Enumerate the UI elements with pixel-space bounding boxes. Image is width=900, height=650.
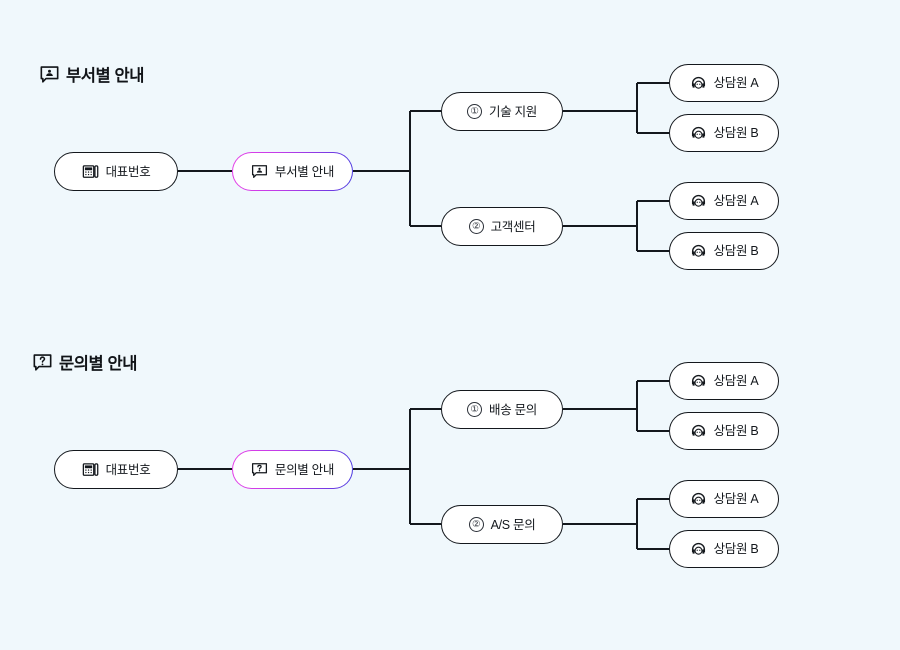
- desk-phone-icon: [82, 165, 98, 178]
- node-root-department[interactable]: 대표번호: [54, 152, 178, 191]
- node-label: 기술 지원: [489, 104, 537, 119]
- node-label: 대표번호: [105, 164, 151, 179]
- node-label: 상담원 B: [713, 424, 759, 439]
- node-branch-inquiry-2[interactable]: ② A/S 문의: [441, 505, 563, 544]
- headset-agent-icon: [691, 194, 705, 207]
- node-agent-inquiry-2-a[interactable]: 상담원 A: [669, 480, 779, 518]
- node-root-inquiry[interactable]: 대표번호: [54, 450, 178, 489]
- node-label: 상담원 B: [713, 126, 759, 141]
- node-label: 상담원 A: [713, 374, 759, 389]
- headset-agent-icon: [691, 76, 705, 89]
- headset-agent-icon: [691, 244, 705, 257]
- step-number: ②: [468, 517, 484, 532]
- headset-agent-icon: [691, 492, 705, 505]
- headset-agent-icon: [691, 126, 705, 139]
- node-menu-inquiry[interactable]: 문의별 안내: [232, 450, 353, 489]
- section-title-text: 부서별 안내: [66, 67, 145, 85]
- node-label: A/S 문의: [490, 517, 536, 532]
- headset-agent-icon: [691, 374, 705, 387]
- speech-bubble-question-icon: [33, 353, 52, 371]
- section-title-inquiry: 문의별 안내: [33, 350, 137, 374]
- node-agent-inquiry-1-b[interactable]: 상담원 B: [669, 412, 779, 450]
- section-title-text: 문의별 안내: [59, 355, 138, 373]
- node-label: 대표번호: [105, 462, 151, 477]
- node-label: 상담원 A: [713, 492, 759, 507]
- node-agent-department-1-b[interactable]: 상담원 B: [669, 114, 779, 152]
- node-label: 고객센터: [490, 219, 536, 234]
- node-agent-department-2-a[interactable]: 상담원 A: [669, 182, 779, 220]
- node-label: 부서별 안내: [274, 164, 335, 179]
- node-label: 상담원 B: [713, 542, 759, 557]
- node-agent-inquiry-2-b[interactable]: 상담원 B: [669, 530, 779, 568]
- node-menu-department[interactable]: 부서별 안내: [232, 152, 353, 191]
- speech-bubble-question-icon: [251, 463, 267, 477]
- node-agent-department-2-b[interactable]: 상담원 B: [669, 232, 779, 270]
- node-label: 상담원 A: [713, 76, 759, 91]
- node-branch-department-2[interactable]: ② 고객센터: [441, 207, 563, 246]
- node-label: 상담원 B: [713, 244, 759, 259]
- node-agent-inquiry-1-a[interactable]: 상담원 A: [669, 362, 779, 400]
- speech-bubble-person-icon: [251, 165, 267, 179]
- headset-agent-icon: [691, 542, 705, 555]
- node-label: 문의별 안내: [274, 462, 335, 477]
- section-title-department: 부서별 안내: [40, 62, 144, 86]
- node-agent-department-1-a[interactable]: 상담원 A: [669, 64, 779, 102]
- node-label: 상담원 A: [713, 194, 759, 209]
- node-branch-department-1[interactable]: ① 기술 지원: [441, 92, 563, 131]
- step-number: ②: [468, 219, 484, 234]
- desk-phone-icon: [82, 463, 98, 476]
- speech-bubble-person-icon: [40, 65, 59, 83]
- step-number: ①: [467, 402, 482, 417]
- headset-agent-icon: [691, 424, 705, 437]
- node-label: 배송 문의: [489, 402, 537, 417]
- node-branch-inquiry-1[interactable]: ① 배송 문의: [441, 390, 563, 429]
- step-number: ①: [467, 104, 482, 119]
